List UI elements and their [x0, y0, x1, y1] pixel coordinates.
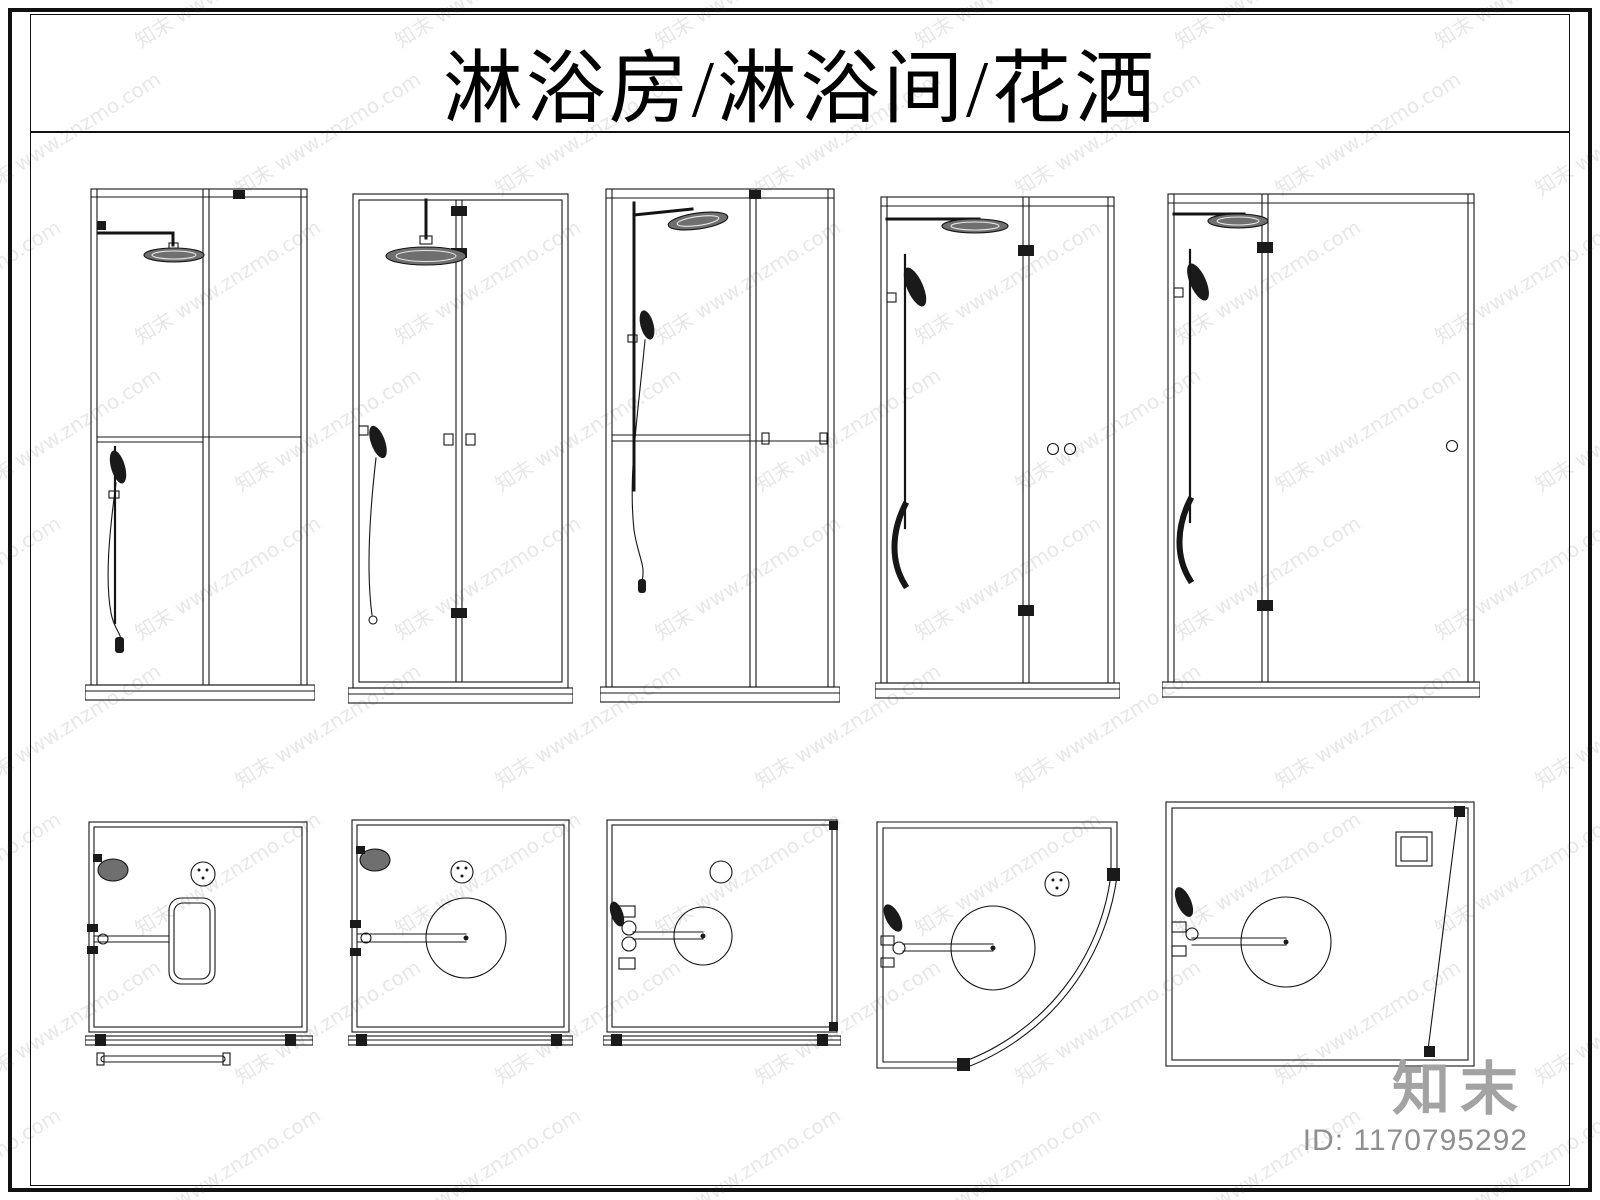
shower-plan-5: [1162, 798, 1480, 1073]
shower-plan-3: [603, 816, 841, 1072]
shower-plan-2: [348, 816, 573, 1072]
shower-plan-4: [873, 818, 1121, 1073]
outer-border: [8, 8, 1592, 1192]
shower-elevation-1: [85, 185, 315, 715]
shower-elevation-3: [600, 185, 840, 715]
shower-elevation-2: [348, 190, 573, 715]
znzmo-logo: 知末: [1391, 1057, 1528, 1123]
inner-border: [30, 14, 1570, 1186]
shower-elevation-5: [1162, 190, 1480, 702]
image-id: ID: 1170795292: [1302, 1124, 1528, 1157]
page-title: 淋浴房/淋浴间/花洒: [442, 46, 1158, 134]
shower-elevation-4: [875, 193, 1120, 708]
title-divider-line: [30, 131, 1570, 133]
shower-plan-1: [85, 818, 313, 1073]
footer: 知末 ID: 1170795292: [1303, 1058, 1528, 1158]
